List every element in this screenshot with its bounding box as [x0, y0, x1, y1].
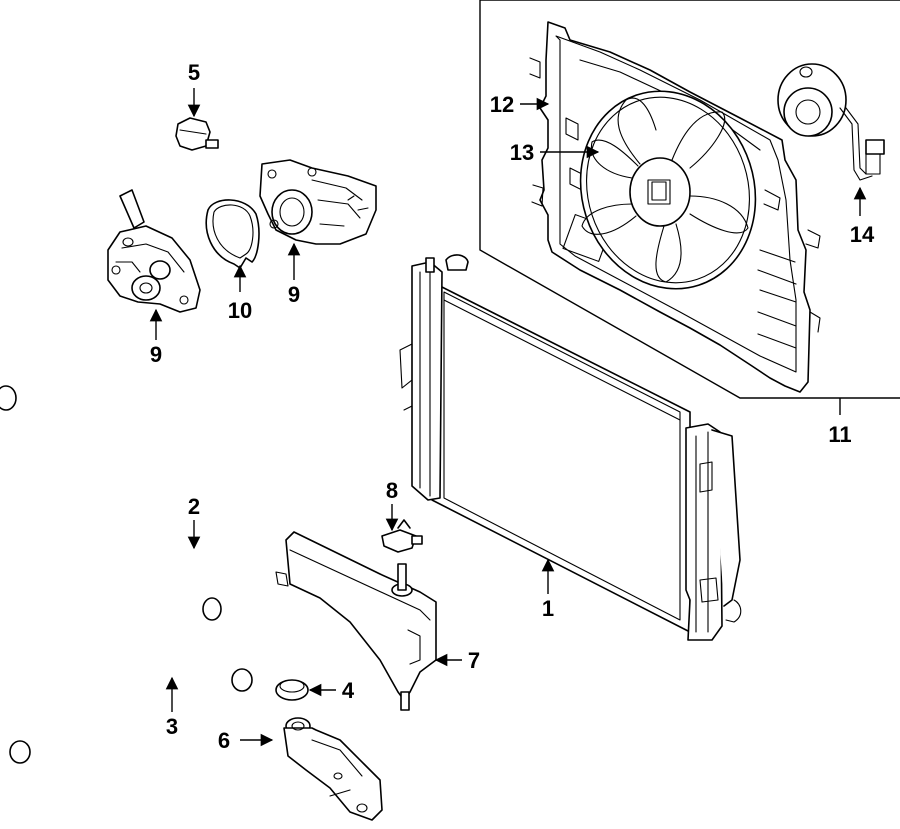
coolant-reservoir — [275, 531, 437, 711]
fan-assembly-group-box — [479, 0, 900, 415]
fan-motor — [777, 63, 885, 181]
callout-5: 5 — [188, 60, 200, 85]
callout-4: 4 — [342, 678, 355, 703]
water-pump-housing — [107, 189, 201, 313]
coolant-outlet — [283, 717, 383, 821]
callouts: 1 2 3 4 5 6 7 8 9 9 10 11 12 13 14 — [150, 60, 875, 753]
callout-10: 10 — [228, 298, 252, 323]
callout-12: 12 — [490, 92, 514, 117]
thermostat-housing — [259, 159, 377, 245]
upper-radiator-hose — [0, 385, 265, 621]
bleeder-plug — [175, 117, 219, 151]
callout-2: 2 — [188, 494, 200, 519]
fan-blade-assembly — [579, 90, 757, 290]
callout-8: 8 — [386, 478, 398, 503]
gasket — [205, 199, 260, 269]
reservoir-cap — [275, 679, 309, 701]
callout-1: 1 — [542, 596, 554, 621]
radiator — [399, 254, 742, 641]
callout-11: 11 — [828, 422, 851, 447]
callout-6: 6 — [218, 728, 230, 753]
level-sensor — [381, 519, 423, 553]
lower-radiator-hose — [9, 645, 253, 764]
callout-7: 7 — [468, 648, 480, 673]
callout-9-thermostat: 9 — [288, 282, 300, 307]
leader-lines — [149, 88, 867, 747]
callout-14: 14 — [850, 222, 875, 247]
callout-9-water-pump: 9 — [150, 342, 162, 367]
callout-3: 3 — [166, 714, 178, 739]
callout-13: 13 — [510, 140, 534, 165]
